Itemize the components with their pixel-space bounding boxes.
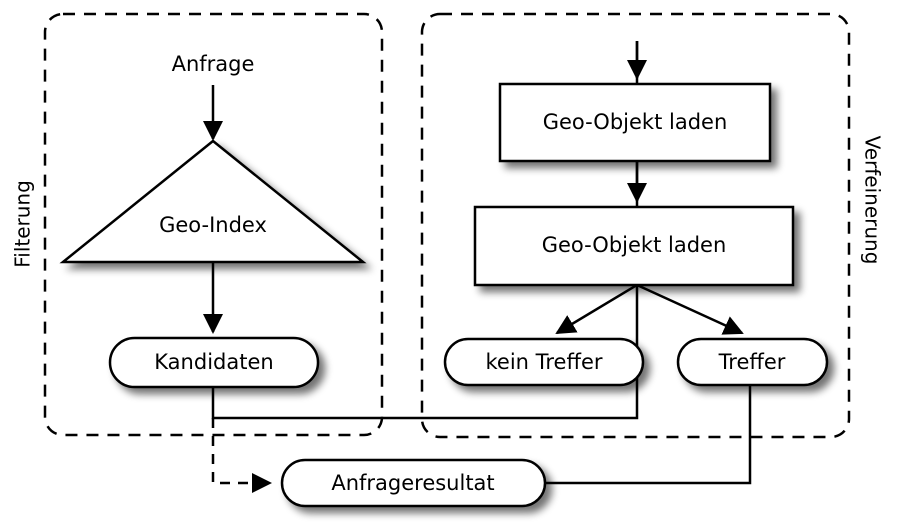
node-anfrage-label: Anfrage bbox=[172, 52, 255, 76]
node-geo-objekt-laden-1-label: Geo-Objekt laden bbox=[543, 110, 728, 134]
node-kandidaten-shape bbox=[108, 336, 320, 389]
node-geo-index[interactable] bbox=[59, 139, 367, 264]
node-kein-treffer[interactable] bbox=[443, 337, 645, 387]
node-geo-objekt-laden-1-shape bbox=[498, 82, 772, 163]
node-geo-index-shape bbox=[59, 139, 367, 264]
group-verfeinerung-label: Verfeinerung bbox=[861, 136, 885, 265]
edge-geoobjekt2-to-treffer bbox=[636, 283, 744, 335]
node-kandidaten-label: Kandidaten bbox=[154, 350, 273, 374]
group-filterung: Filterung bbox=[11, 12, 384, 437]
group-filterung-border bbox=[43, 12, 384, 437]
node-anfrageresultat[interactable] bbox=[280, 458, 547, 508]
node-geo-objekt-laden-2-label: Geo-Objekt laden bbox=[542, 233, 727, 257]
node-kein-treffer-label: kein Treffer bbox=[485, 350, 602, 374]
node-anfrageresultat-shape bbox=[280, 458, 547, 508]
node-treffer-label: Treffer bbox=[718, 350, 786, 374]
edge-kandidaten-to-anfrageresultat-dashed bbox=[211, 418, 273, 493]
node-anfrageresultat-label: Anfrageresultat bbox=[331, 471, 494, 495]
node-geo-objekt-laden-2-shape bbox=[473, 205, 795, 287]
node-geo-objekt-laden-1[interactable] bbox=[498, 82, 772, 163]
group-verfeinerung: Verfeinerung bbox=[420, 12, 885, 439]
edge-treffer-to-anfrageresultat bbox=[545, 385, 752, 485]
node-kandidaten[interactable] bbox=[108, 336, 320, 389]
node-geo-index-label: Geo-Index bbox=[159, 213, 267, 237]
edge-geoobjekt2-to-keintreffer bbox=[555, 283, 638, 335]
group-filterung-label: Filterung bbox=[11, 180, 35, 268]
node-treffer-shape bbox=[676, 337, 829, 387]
node-geo-objekt-laden-2[interactable] bbox=[473, 205, 795, 287]
node-kein-treffer-shape bbox=[443, 337, 645, 387]
node-treffer[interactable] bbox=[676, 337, 829, 387]
group-verfeinerung-border bbox=[420, 12, 851, 439]
